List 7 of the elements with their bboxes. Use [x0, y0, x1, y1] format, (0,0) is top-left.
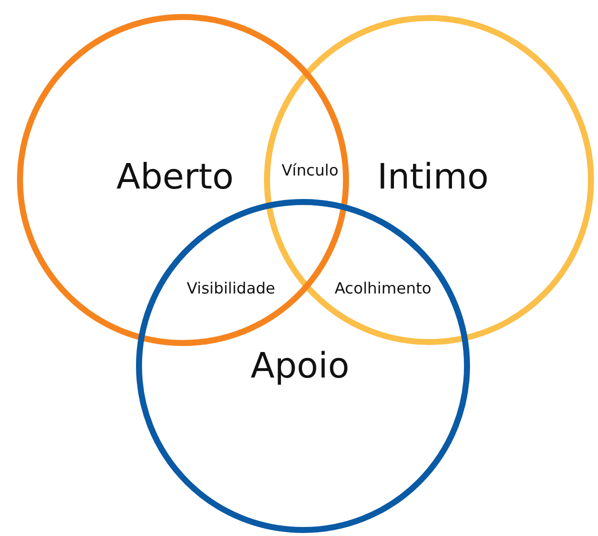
circle-label: Aberto	[116, 160, 234, 196]
circle-label: Apoio	[250, 350, 350, 384]
overlap-label: Vínculo	[282, 163, 338, 179]
overlap-label: Acolhimento	[334, 281, 432, 297]
venn-circle	[136, 199, 470, 533]
circle-label: Intimo	[377, 160, 489, 196]
overlap-label: Visibilidade	[186, 281, 276, 297]
